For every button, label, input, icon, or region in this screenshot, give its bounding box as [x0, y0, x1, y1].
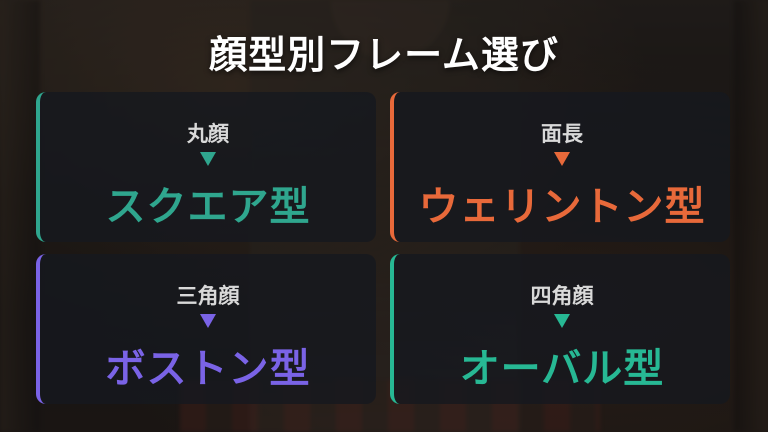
card-triangle-face: 三角顔 ボストン型	[36, 254, 376, 404]
arrow-down-icon	[554, 314, 570, 328]
arrow-down-icon	[554, 152, 570, 166]
frame-type-label: ボストン型	[105, 346, 311, 392]
frame-type-label: オーバル型	[459, 346, 665, 392]
face-type-label: 四角顔	[530, 284, 594, 308]
card-square-face: 四角顔 オーバル型	[390, 254, 730, 404]
frame-type-label: スクエア型	[105, 184, 311, 230]
face-type-label: 三角顔	[176, 284, 240, 308]
arrow-down-icon	[200, 314, 216, 328]
page-title: 顔型別フレーム選び	[209, 33, 559, 77]
card-long-face: 面長 ウェリントン型	[390, 92, 730, 242]
arrow-down-icon	[200, 152, 216, 166]
face-type-label: 丸顔	[187, 122, 229, 146]
frame-type-label: ウェリントン型	[418, 184, 706, 230]
card-round-face: 丸顔 スクエア型	[36, 92, 376, 242]
face-type-label: 面長	[541, 122, 583, 146]
background-frame-right	[734, 0, 768, 432]
background-frame-left	[0, 0, 40, 432]
